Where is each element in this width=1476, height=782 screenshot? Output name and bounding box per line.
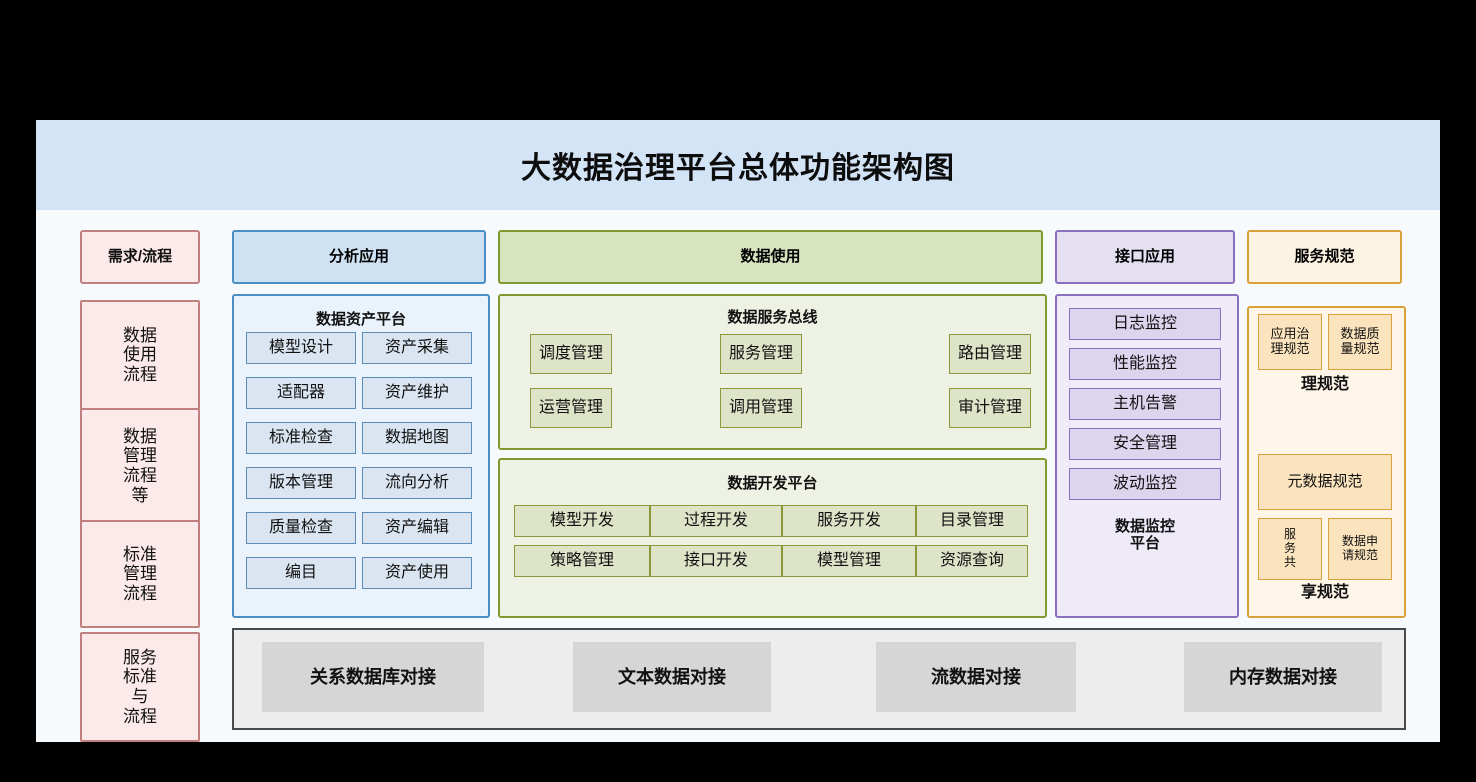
asset-item-flow-analysis[interactable]: 流向分析 <box>362 467 472 499</box>
asset-item-data-map[interactable]: 数据地图 <box>362 422 472 454</box>
panel-title-data-dev-platform: 数据开发平台 <box>727 475 818 492</box>
bus-item-operation-mgmt[interactable]: 运营管理 <box>530 388 612 428</box>
panel-title-data-service-bus: 数据服务总线 <box>727 309 818 326</box>
dev-item-interface-dev[interactable]: 接口开发 <box>650 545 782 577</box>
page-title: 大数据治理平台总体功能架构图 <box>521 152 955 185</box>
monitor-item-host-alarm[interactable]: 主机告警 <box>1069 388 1221 420</box>
asset-item-standard-check[interactable]: 标准检查 <box>246 422 356 454</box>
monitor-item-security[interactable]: 安全管理 <box>1069 428 1221 460</box>
asset-item-version-mgmt[interactable]: 版本管理 <box>246 467 356 499</box>
spec-item-app-governance[interactable]: 应用治 理规范 <box>1258 314 1322 370</box>
spec-item-metadata[interactable]: 元数据规范 <box>1258 454 1392 510</box>
monitor-item-fluctuation[interactable]: 波动监控 <box>1069 468 1221 500</box>
dev-item-model-mgmt[interactable]: 模型管理 <box>782 545 916 577</box>
banner-service-specification[interactable]: 服务规范 <box>1247 230 1402 284</box>
monitor-item-log[interactable]: 日志监控 <box>1069 308 1221 340</box>
left-item-data-usage-process[interactable]: 数据 使用 流程 <box>80 300 200 410</box>
diagram-canvas: 大数据治理平台总体功能架构图 需求/流程 数据 使用 流程 数据 管理 流程 等… <box>36 120 1440 742</box>
panel-data-dev-platform: 数据开发平台 <box>498 458 1047 618</box>
spec-item-data-quality[interactable]: 数据质 量规范 <box>1328 314 1392 370</box>
spec-item-data-request[interactable]: 数据申 请规范 <box>1328 518 1392 580</box>
left-item-service-standard-and-process[interactable]: 服务 标准 与 流程 <box>80 632 200 742</box>
asset-item-model-design[interactable]: 模型设计 <box>246 332 356 364</box>
dev-item-catalog-mgmt[interactable]: 目录管理 <box>916 505 1028 537</box>
dev-item-service-dev[interactable]: 服务开发 <box>782 505 916 537</box>
asset-item-quality-check[interactable]: 质量检查 <box>246 512 356 544</box>
bus-item-audit-mgmt[interactable]: 审计管理 <box>949 388 1031 428</box>
asset-item-asset-edit[interactable]: 资产编辑 <box>362 512 472 544</box>
docking-item-stream-data[interactable]: 流数据对接 <box>876 642 1076 712</box>
dev-item-policy-mgmt[interactable]: 策略管理 <box>514 545 650 577</box>
bus-item-schedule-mgmt[interactable]: 调度管理 <box>530 334 612 374</box>
diagram-title-band: 大数据治理平台总体功能架构图 <box>36 120 1440 210</box>
monitor-item-performance[interactable]: 性能监控 <box>1069 348 1221 380</box>
asset-item-catalog[interactable]: 编目 <box>246 557 356 589</box>
spec-label-governance-spec: 理规范 <box>1300 375 1349 393</box>
bus-item-service-mgmt[interactable]: 服务管理 <box>720 334 802 374</box>
bus-item-invoke-mgmt[interactable]: 调用管理 <box>720 388 802 428</box>
dev-item-resource-query[interactable]: 资源查询 <box>916 545 1028 577</box>
left-item-data-management-process[interactable]: 数据 管理 流程 等 <box>80 408 200 524</box>
banner-requirement-process[interactable]: 需求/流程 <box>80 230 200 284</box>
asset-item-asset-usage[interactable]: 资产使用 <box>362 557 472 589</box>
banner-analysis-application[interactable]: 分析应用 <box>232 230 486 284</box>
banner-data-usage[interactable]: 数据使用 <box>498 230 1043 284</box>
spec-item-service-share[interactable]: 服 务 共 <box>1258 518 1322 580</box>
docking-item-text-data[interactable]: 文本数据对接 <box>573 642 771 712</box>
asset-item-adapter[interactable]: 适配器 <box>246 377 356 409</box>
spec-label-share-spec: 享规范 <box>1300 583 1349 601</box>
asset-item-asset-maintain[interactable]: 资产维护 <box>362 377 472 409</box>
asset-item-asset-collect[interactable]: 资产采集 <box>362 332 472 364</box>
banner-interface-application[interactable]: 接口应用 <box>1055 230 1235 284</box>
panel-title-data-asset-platform: 数据资产平台 <box>315 311 406 328</box>
docking-item-memory-data[interactable]: 内存数据对接 <box>1184 642 1382 712</box>
dev-item-model-dev[interactable]: 模型开发 <box>514 505 650 537</box>
left-item-standard-management-process[interactable]: 标准 管理 流程 <box>80 520 200 628</box>
panel-title-data-monitor-platform: 数据监控 平台 <box>1114 517 1175 552</box>
docking-item-relational-db[interactable]: 关系数据库对接 <box>262 642 484 712</box>
bus-item-route-mgmt[interactable]: 路由管理 <box>949 334 1031 374</box>
dev-item-process-dev[interactable]: 过程开发 <box>650 505 782 537</box>
